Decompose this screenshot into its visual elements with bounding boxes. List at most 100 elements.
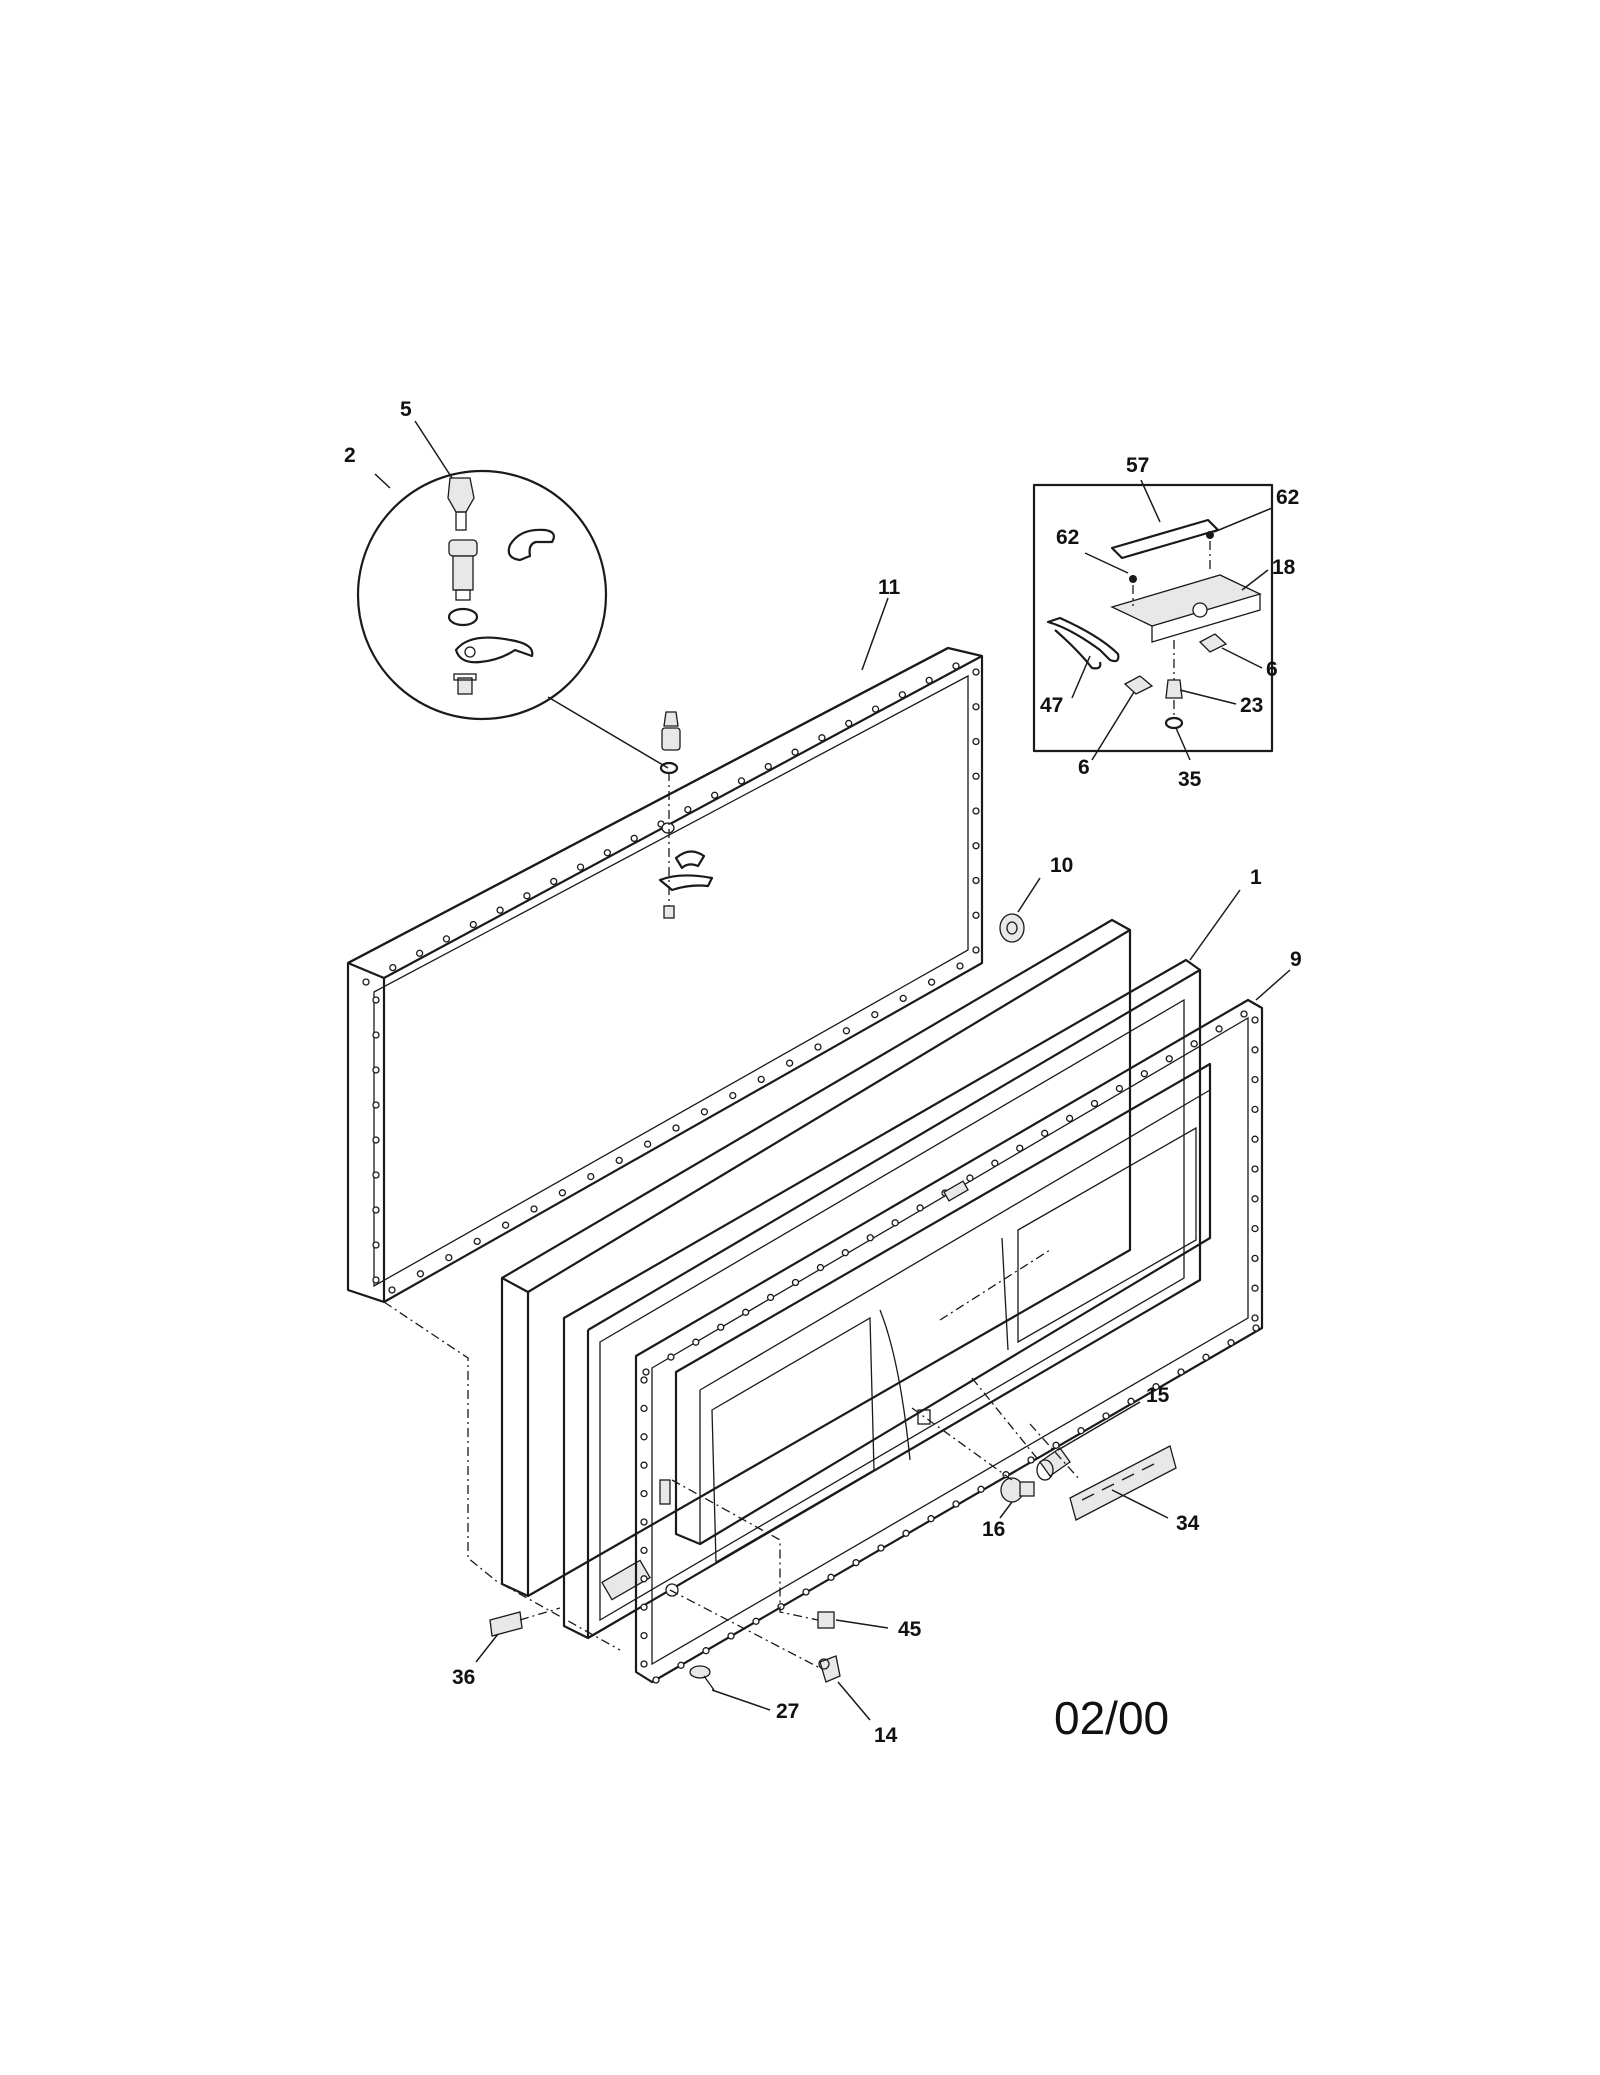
rivet-hole [972, 668, 980, 676]
callout-27: 27 [776, 1700, 799, 1723]
rivet-hole [388, 1286, 396, 1294]
rivet-hole [702, 1647, 710, 1655]
rivet-hole [643, 1140, 652, 1148]
rivet-hole [827, 1573, 835, 1581]
rivet-hole [899, 994, 907, 1003]
rivet-hole [1152, 1383, 1160, 1391]
rivet-hole [966, 1174, 974, 1182]
rivet-hole [372, 1136, 380, 1144]
rivet-hole [791, 748, 799, 756]
rivet-hole [1065, 1114, 1074, 1123]
rivet-hole [1077, 1427, 1085, 1435]
rivet-hole [640, 1603, 648, 1611]
rivet-hole [852, 1559, 860, 1567]
assembly-lines [383, 1249, 1081, 1669]
rivet-hole [640, 1518, 648, 1526]
callout-labels: 5 2 11 57 62 62 18 6 47 6 23 35 10 1 9 1… [344, 398, 1302, 1747]
rivet-hole [442, 935, 451, 943]
callout-45: 45 [898, 1618, 922, 1641]
rivet-hole [764, 762, 772, 771]
rivet-hole [737, 777, 746, 785]
rivet-hole [977, 1485, 985, 1493]
rivet-hole [927, 978, 936, 986]
rivet-hole [1165, 1055, 1173, 1063]
rivet-hole [1041, 1129, 1049, 1137]
inner-door-panel [634, 998, 1264, 1684]
rivet-hole [372, 1206, 380, 1214]
rivet-hole [1251, 1046, 1259, 1054]
rivet-hole [372, 1066, 380, 1074]
callout-47: 47 [1040, 694, 1063, 717]
rivet-hole [752, 1617, 760, 1625]
lid-insulation [500, 918, 1132, 1598]
rivet-hole [603, 849, 612, 857]
rivet-hole [640, 1461, 648, 1469]
rivet-hole [1215, 1025, 1223, 1033]
rivet-hole [717, 1323, 725, 1331]
callout-18: 18 [1272, 556, 1296, 579]
part-36 [489, 1611, 523, 1637]
rivet-hole [972, 842, 980, 850]
rivet-hole [742, 1308, 750, 1316]
rivet-hole [841, 1249, 849, 1257]
rivet-hole [700, 1108, 709, 1116]
rivet-hole [640, 1546, 648, 1555]
callout-34: 34 [1176, 1512, 1200, 1535]
rivet-hole [1190, 1040, 1198, 1048]
door-gasket-frame [562, 958, 1202, 1640]
rivet-hole [871, 1010, 879, 1019]
rivet-hole [1251, 1016, 1259, 1024]
rivet-hole [640, 1660, 648, 1668]
callout-35: 35 [1178, 768, 1202, 791]
lock-detail-inset [356, 469, 608, 721]
rivet-hole [372, 1101, 380, 1109]
rivet-hole [766, 1293, 775, 1302]
callout-62-left: 62 [1056, 526, 1079, 549]
rivet-hole [445, 1253, 453, 1262]
rivet-hole [891, 1219, 899, 1227]
rivet-hole [902, 1529, 910, 1537]
rivet-hole [791, 1278, 800, 1287]
rivet-hole [729, 1091, 737, 1100]
rivet-hole [1251, 1135, 1259, 1143]
rivet-hole [523, 892, 531, 900]
rivet-hole [558, 1189, 567, 1197]
rivet-hole [991, 1159, 999, 1167]
rivet-hole [777, 1603, 785, 1611]
callout-23: 23 [1240, 694, 1263, 717]
rivet-hole [640, 1404, 648, 1413]
lid-lock-parts [658, 711, 714, 919]
rivet-hole [1016, 1144, 1024, 1152]
vent-grille-34 [1069, 1445, 1177, 1521]
rivet-hole [927, 1515, 935, 1523]
rivet-hole [1251, 1075, 1259, 1084]
rivet-hole [1177, 1368, 1185, 1376]
rivet-hole [845, 719, 853, 728]
rivet-hole [952, 1500, 960, 1508]
rivet-hole [372, 1171, 380, 1179]
rivet-hole [952, 662, 960, 670]
rivet-hole [640, 1376, 648, 1384]
rivet-hole [816, 1263, 825, 1272]
callout-57: 57 [1126, 454, 1149, 477]
rivet-hole [972, 911, 980, 919]
rivet-hole [1251, 1165, 1259, 1173]
callout-16: 16 [982, 1518, 1005, 1541]
rivet-hole [925, 676, 933, 685]
spacer-part-10 [999, 913, 1025, 943]
callout-6-right: 6 [1266, 658, 1278, 681]
rivet-hole [916, 1204, 924, 1212]
callout-9: 9 [1290, 948, 1302, 971]
rivet-hole [372, 1031, 380, 1039]
rivet-hole [640, 1489, 648, 1498]
rivet-hole [1240, 1010, 1248, 1018]
rivet-hole [866, 1234, 874, 1242]
rivet-hole [972, 876, 980, 885]
rivet-hole [640, 1631, 648, 1640]
rivet-hole [1252, 1324, 1260, 1332]
callout-14: 14 [874, 1724, 898, 1747]
rivet-hole [814, 1043, 822, 1051]
rivet-hole [727, 1632, 735, 1640]
rivet-hole [972, 737, 980, 746]
